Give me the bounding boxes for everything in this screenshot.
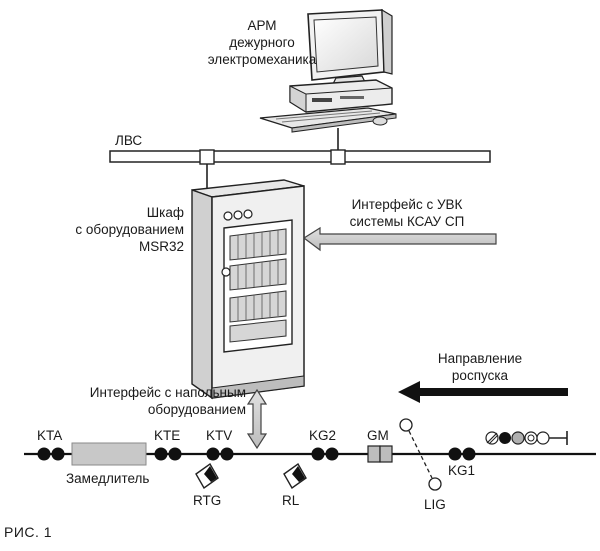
- lan-label: ЛВС: [115, 133, 143, 148]
- signal-icon: [485, 431, 568, 445]
- cabinet-label-line3: MSR32: [138, 239, 184, 254]
- kta-label: KTA: [37, 428, 63, 443]
- workstation-label-line2: дежурного: [229, 35, 295, 50]
- figure-caption: РИС. 1: [4, 524, 53, 540]
- uvk-interface-arrow: [302, 226, 497, 252]
- retarder-icon: [71, 442, 147, 466]
- lig-label: LIG: [424, 497, 446, 512]
- workstation-connector: [330, 128, 346, 165]
- sensor-ktv-icon: [206, 447, 234, 461]
- lig-light-barrier-icon: [399, 418, 442, 491]
- direction-label-line1: Направление: [437, 351, 523, 366]
- kg2-label: KG2: [309, 428, 337, 443]
- gm-device-icon: [367, 445, 393, 463]
- gm-label: GM: [367, 428, 389, 443]
- direction-arrow: [398, 381, 568, 403]
- floor-interface-label-line1: Интерфейс с напольным: [89, 385, 246, 400]
- kg1-label: KG1: [448, 463, 476, 478]
- cabinet-icon: [191, 179, 305, 400]
- rl-radar-icon: [283, 462, 307, 490]
- retarder-label: Замедлитель: [66, 471, 150, 486]
- workstation-computer-icon: [259, 8, 397, 133]
- cabinet-label-line2: с оборудованием: [75, 222, 184, 237]
- rtg-radar-icon: [195, 462, 219, 490]
- ktv-label: KTV: [206, 428, 233, 443]
- uvk-interface-label-line2: системы КСАУ СП: [349, 214, 465, 229]
- cabinet-label: Шкаф с оборудованием MSR32: [60, 204, 184, 255]
- floor-interface-label-line2: оборудованием: [147, 402, 246, 417]
- rl-label: RL: [282, 493, 300, 508]
- direction-label-line2: роспуска: [451, 368, 509, 383]
- cabinet-label-line1: Шкаф: [146, 205, 184, 220]
- cabinet-connector: [199, 149, 215, 188]
- uvk-interface-label: Интерфейс с УВК системы КСАУ СП: [322, 196, 492, 230]
- direction-label: Направление роспуска: [420, 350, 540, 384]
- workstation-label: АРМ дежурного электромеханика: [206, 17, 318, 68]
- rtg-label: RTG: [193, 493, 222, 508]
- sensor-kta-icon: [37, 447, 65, 461]
- sensor-kg1-icon: [448, 447, 476, 461]
- floor-interface-arrow: [246, 388, 268, 450]
- floor-interface-label: Интерфейс с напольным оборудованием: [52, 384, 246, 418]
- sensor-kte-icon: [154, 447, 182, 461]
- sensor-kg2-icon: [311, 447, 339, 461]
- workstation-label-line1: АРМ: [247, 18, 277, 33]
- lan-bus: [109, 150, 491, 163]
- uvk-interface-label-line1: Интерфейс с УВК: [351, 197, 463, 212]
- workstation-label-line3: электромеханика: [207, 52, 317, 67]
- kte-label: KTE: [154, 428, 181, 443]
